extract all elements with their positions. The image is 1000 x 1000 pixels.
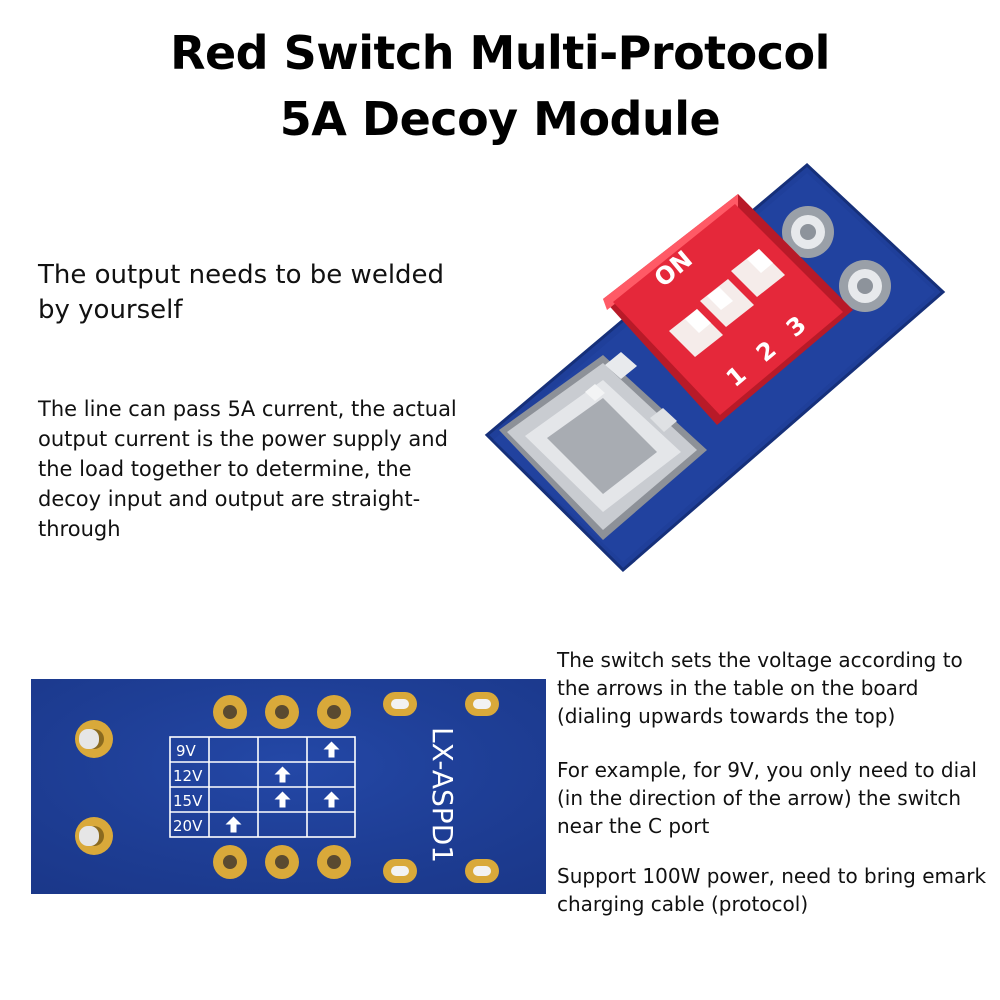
switch-slider-2 — [700, 279, 754, 327]
table-arrow-up — [323, 741, 340, 758]
table-arrows — [225, 741, 340, 833]
current-description: The line can pass 5A current, the actual… — [38, 397, 457, 541]
switch-slider-1 — [669, 309, 723, 357]
usb-c-connector — [499, 352, 707, 540]
table-arrow-up — [225, 816, 242, 833]
mounting-hole-1 — [782, 206, 834, 258]
table-label-15v: 15V — [173, 792, 203, 810]
page-title-line-2: 5A Decoy Module — [279, 92, 721, 146]
module-photo: ON 1 2 3 — [484, 162, 946, 573]
table-label-12v: 12V — [173, 767, 203, 785]
table-label-9v: 9V — [176, 742, 197, 760]
output-pad-1 — [75, 720, 113, 758]
switch-description: The switch sets the voltage according to… — [557, 648, 963, 728]
mounting-hole-2 — [839, 260, 891, 312]
table-arrow-up — [274, 791, 291, 808]
switch-slider-3 — [731, 249, 785, 297]
table-arrow-up — [274, 766, 291, 783]
oval-pads — [383, 692, 499, 883]
example-description: For example, for 9V, you only need to di… — [557, 758, 977, 838]
board-silkscreen-label: LX-ASPD1 — [426, 727, 459, 863]
table-label-20v: 20V — [173, 817, 203, 835]
output-pad-2 — [75, 817, 113, 855]
bottom-vias — [213, 845, 351, 879]
page-title-line-1: Red Switch Multi-Protocol — [170, 26, 830, 80]
welding-note: The output needs to be welded by yoursel… — [38, 260, 445, 325]
voltage-table — [169, 736, 356, 838]
top-vias — [213, 695, 351, 729]
board-closeup: 9V 12V 15V 20V LX-ASPD1 — [31, 679, 546, 894]
table-arrow-up — [323, 791, 340, 808]
power-description: Support 100W power, need to bring emark … — [557, 864, 987, 916]
